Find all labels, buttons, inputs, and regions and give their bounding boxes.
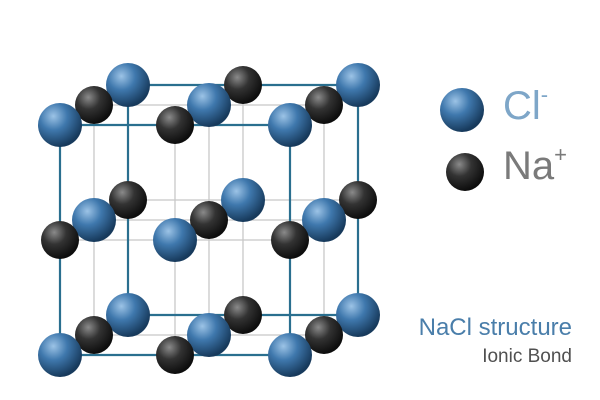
sodium-ion (75, 86, 113, 124)
legend-sodium-symbol: Na (503, 144, 555, 188)
legend-chloride-symbol: Cl (503, 84, 541, 128)
sodium-ion (156, 106, 194, 144)
legend-sodium-sphere (446, 153, 484, 191)
sodium-ion (109, 181, 147, 219)
chloride-ion (336, 63, 380, 107)
sodium-ion (305, 316, 343, 354)
sodium-ion (305, 86, 343, 124)
legend-spheres (440, 88, 484, 191)
chloride-ion (106, 293, 150, 337)
chloride-ion (106, 63, 150, 107)
sodium-ion (339, 181, 377, 219)
chloride-ion (187, 313, 231, 357)
chloride-ion (187, 83, 231, 127)
chloride-ion (38, 103, 82, 147)
legend-chloride-label: Cl- (503, 82, 549, 129)
legend-chloride-sphere (440, 88, 484, 132)
sodium-ion (41, 221, 79, 259)
chloride-ion (268, 103, 312, 147)
sodium-ion (224, 296, 262, 334)
atoms (38, 63, 380, 377)
chloride-ion (336, 293, 380, 337)
legend-sodium-charge: + (554, 142, 567, 168)
sodium-ion (271, 221, 309, 259)
chloride-ion (153, 218, 197, 262)
chloride-ion (268, 333, 312, 377)
chloride-ion (72, 198, 116, 242)
sodium-ion (75, 316, 113, 354)
caption-subtitle: Ionic Bond (482, 346, 572, 367)
chloride-ion (221, 178, 265, 222)
chloride-ion (302, 198, 346, 242)
sodium-ion (156, 336, 194, 374)
legend-sodium-label: Na+ (503, 142, 567, 189)
sodium-ion (190, 201, 228, 239)
chloride-ion (38, 333, 82, 377)
sodium-ion (224, 66, 262, 104)
caption-title: NaCl structure (418, 314, 572, 341)
legend-chloride-charge: - (540, 82, 549, 108)
